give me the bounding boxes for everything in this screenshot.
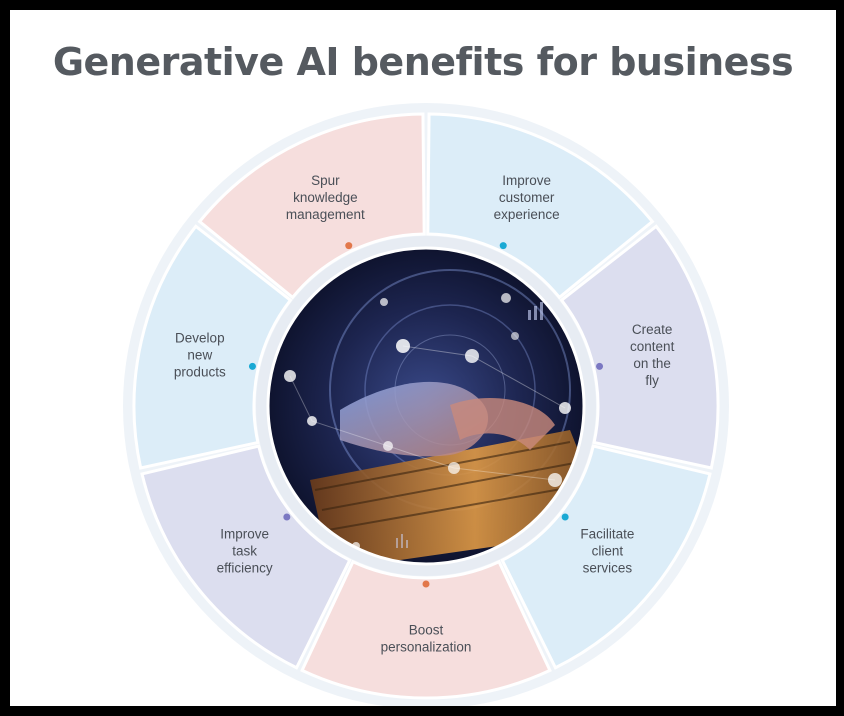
segment-label-line: Boost — [409, 623, 444, 638]
segment-improve-customer-experience — [426, 112, 655, 300]
segment-boost-personalization — [300, 559, 552, 700]
segment-label-line: Improve — [220, 527, 269, 542]
dots-layer — [248, 242, 604, 588]
segment-label-line: Improve — [502, 173, 551, 188]
segment-dot-spur-knowledge-management — [345, 242, 353, 250]
segment-label-line: Spur — [311, 173, 340, 188]
segment-label-line: management — [286, 207, 365, 222]
segment-label-improve-task-efficiency: Improve task efficiency — [217, 527, 273, 576]
segment-facilitate-client-services — [500, 444, 712, 670]
segment-improve-task-efficiency — [140, 444, 352, 670]
segment-label-spur-knowledge-management: Spur knowledge management — [286, 173, 365, 222]
segment-label-line: customer — [499, 190, 555, 205]
segment-label-develop-new-products: Develop new products — [174, 330, 226, 379]
segment-label-line: services — [583, 561, 633, 576]
segment-label-facilitate-client-services: Facilitate client services — [580, 527, 634, 576]
center-image — [268, 248, 584, 564]
segment-label-line: new — [187, 347, 212, 362]
segment-label-line: experience — [494, 207, 560, 222]
segment-dot-improve-customer-experience — [499, 242, 507, 250]
segment-label-improve-customer-experience: Improve customer experience — [494, 173, 560, 222]
segment-label-line: efficiency — [217, 561, 273, 576]
segment-dot-boost-personalization — [422, 580, 430, 588]
segment-label-line: products — [174, 364, 226, 379]
diagram-frame: Generative AI benefits for business — [10, 10, 836, 706]
segment-label-line: Facilitate — [580, 527, 634, 542]
segment-dot-facilitate-client-services — [561, 513, 569, 521]
segment-dot-develop-new-products — [248, 362, 256, 370]
segment-label-boost-personalization: Boost personalization — [381, 623, 472, 655]
segment-label-line: Develop — [175, 330, 225, 345]
diagram-title: Generative AI benefits for business — [52, 40, 794, 84]
segment-label-line: on the — [633, 356, 671, 371]
segment-label-line: task — [232, 544, 257, 559]
segment-develop-new-products — [132, 224, 293, 470]
segment-create-content-on-the-fly — [559, 224, 720, 470]
segment-label-create-content-on-the-fly: Create content on the fly — [630, 322, 675, 388]
segment-spur-knowledge-management — [197, 112, 426, 300]
segment-dot-improve-task-efficiency — [283, 513, 291, 521]
segment-label-line: personalization — [381, 640, 472, 655]
segment-label-line: knowledge — [293, 190, 358, 205]
segment-label-line: fly — [645, 373, 659, 388]
segment-label-line: Create — [632, 322, 673, 337]
segment-label-line: content — [630, 339, 675, 354]
segment-dot-create-content-on-the-fly — [596, 362, 604, 370]
center-image-border — [266, 246, 586, 566]
segment-label-line: client — [592, 544, 624, 559]
